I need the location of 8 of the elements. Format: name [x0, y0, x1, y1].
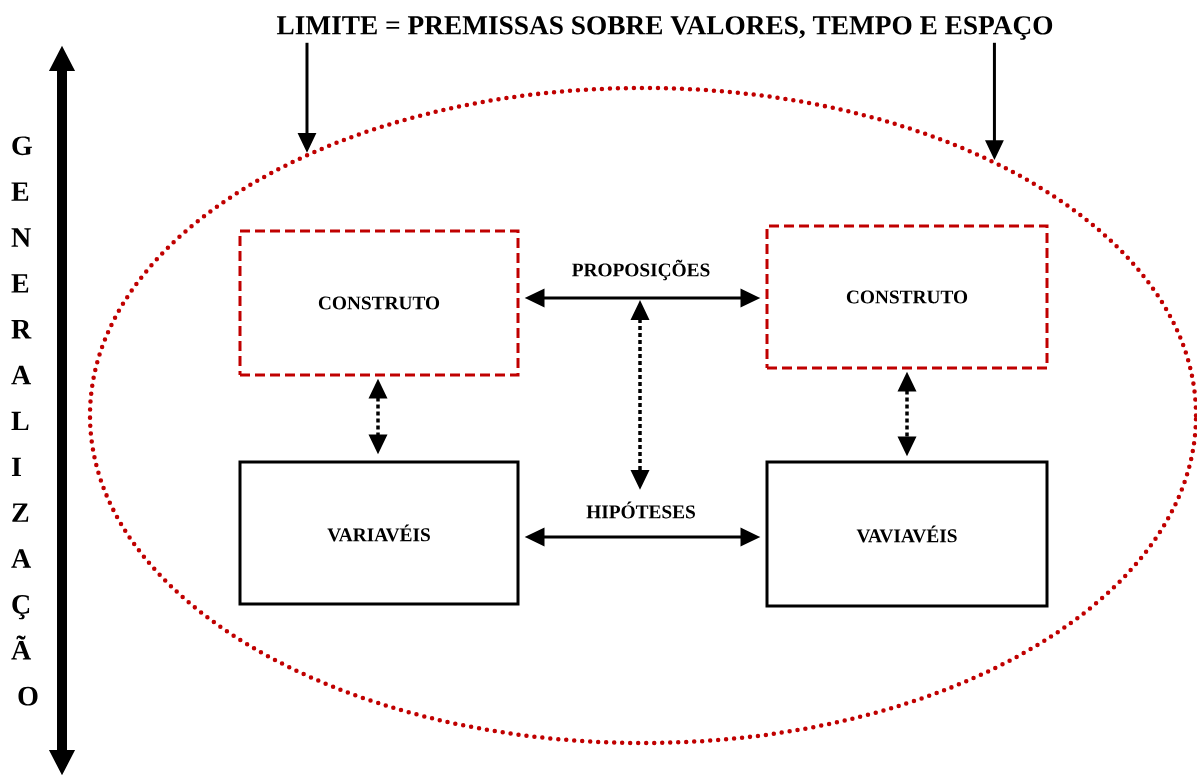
- relation-label: HIPÓTESES: [586, 501, 695, 519]
- axis-label: GENERALIZAÇÃO: [11, 136, 38, 706]
- relation-label: PROPOSIÇÕES: [572, 259, 710, 281]
- construct-box: CONSTRUTO: [765, 224, 1049, 370]
- variable-box: VAVIAVÉIS: [765, 460, 1049, 608]
- variable-box: VARIAVÉIS: [238, 460, 520, 606]
- heading-text: LIMITE = PREMISSAS SOBRE VALORES, TEMPO E ESPAÇO: [276, 16, 1053, 40]
- construct-box: CONSTRUTO: [238, 229, 520, 377]
